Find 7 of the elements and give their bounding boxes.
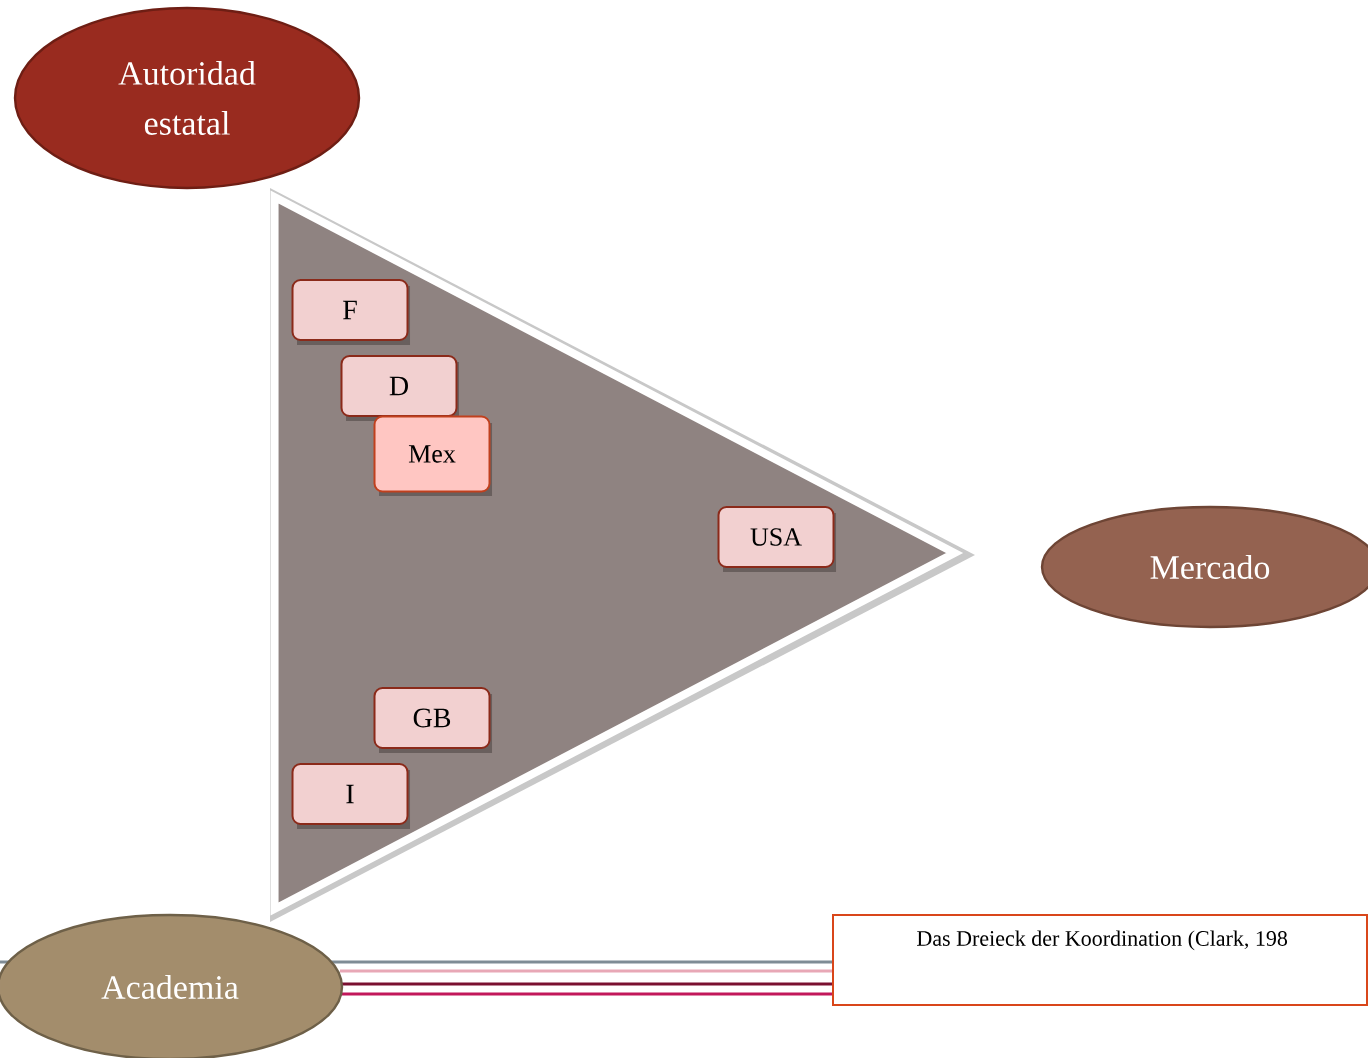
country-box: I bbox=[291, 763, 410, 829]
caption-box: Das Dreieck der Koordination (Clark, 198 bbox=[832, 914, 1368, 1006]
country-box: D bbox=[340, 355, 459, 421]
country-box: F bbox=[291, 279, 410, 345]
country-box: GB bbox=[373, 687, 492, 753]
country-box: Mex bbox=[373, 415, 492, 496]
country-box: USA bbox=[717, 506, 836, 572]
